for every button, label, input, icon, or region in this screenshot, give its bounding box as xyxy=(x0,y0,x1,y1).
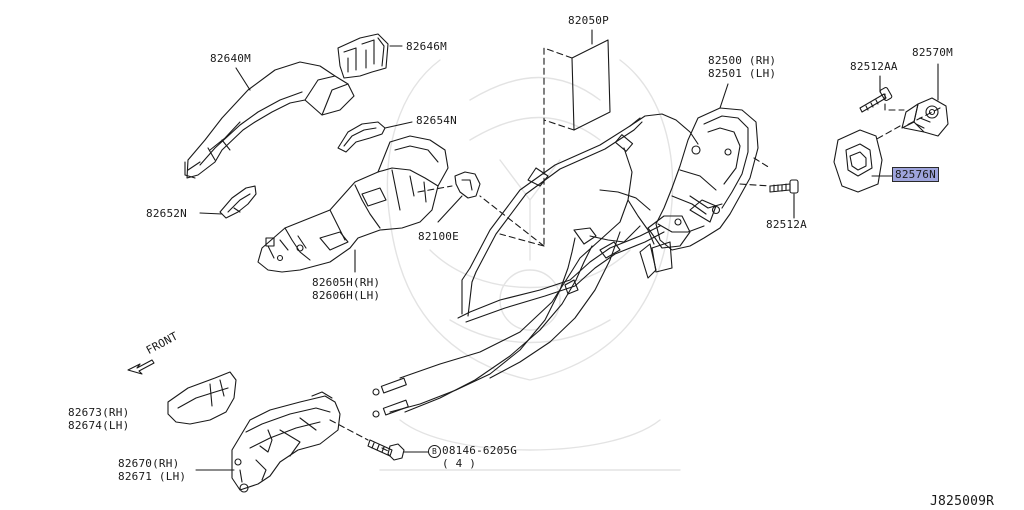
dashed-guides xyxy=(329,47,941,453)
leader-82640M xyxy=(235,67,251,91)
bolt-symbol-icon: B xyxy=(428,445,441,458)
label-82605H: 82605H(RH) xyxy=(312,276,381,289)
label-82606H: 82606H(LH) xyxy=(312,289,381,302)
screw-82512A xyxy=(769,179,799,194)
rods-and-cables xyxy=(372,113,699,418)
label-82050P: 82050P xyxy=(568,14,609,27)
label-82671: 82671 (LH) xyxy=(118,470,187,483)
bolt-08146-6205G xyxy=(367,439,405,461)
screw-82512AA xyxy=(859,86,893,113)
label-82576N-highlighted[interactable]: 82576N xyxy=(892,167,939,182)
label-82512A: 82512A xyxy=(766,218,807,231)
handle-bracket-82605H xyxy=(257,135,449,273)
striker-cover-82576N xyxy=(833,129,883,193)
label-82512AA: 82512AA xyxy=(850,60,898,73)
leader-82652N xyxy=(199,212,223,215)
label-82673: 82673(RH) xyxy=(68,406,130,419)
inside-handle-bezel-82673 xyxy=(167,371,237,425)
label-82501: 82501 (LH) xyxy=(708,67,777,80)
gasket-82652N xyxy=(219,185,257,219)
diagram-code: J825009R xyxy=(930,494,995,509)
label-82654N: 82654N xyxy=(416,114,457,127)
clip-82100E xyxy=(454,171,481,199)
label-82646M: 82646M xyxy=(406,40,447,53)
label-82100E: 82100E xyxy=(418,230,459,243)
striker-82570M xyxy=(901,97,949,137)
label-82670: 82670(RH) xyxy=(118,457,180,470)
label-82674: 82674(LH) xyxy=(68,419,130,432)
label-82500: 82500 (RH) xyxy=(708,54,777,67)
outside-handle-82640M xyxy=(184,61,355,179)
leader-82500 xyxy=(719,83,729,109)
leader-82654N xyxy=(384,121,413,129)
inside-handle-82670 xyxy=(231,391,341,493)
label-82652N: 82652N xyxy=(146,207,187,220)
door-lock-actuator-82500 xyxy=(639,107,759,279)
watermark-emblem xyxy=(379,59,681,471)
label-bolt-qty: ( 4 ) xyxy=(442,457,477,470)
gasket-82654N xyxy=(337,121,386,153)
escutcheon-82646M xyxy=(337,33,389,79)
sheet-82050P xyxy=(571,39,611,131)
front-arrow-icon xyxy=(127,359,155,375)
label-82570M: 82570M xyxy=(912,46,953,59)
label-82640M: 82640M xyxy=(210,52,251,65)
leader-82100E xyxy=(437,195,463,223)
bolt-part-number: 08146-6205G xyxy=(442,444,518,457)
